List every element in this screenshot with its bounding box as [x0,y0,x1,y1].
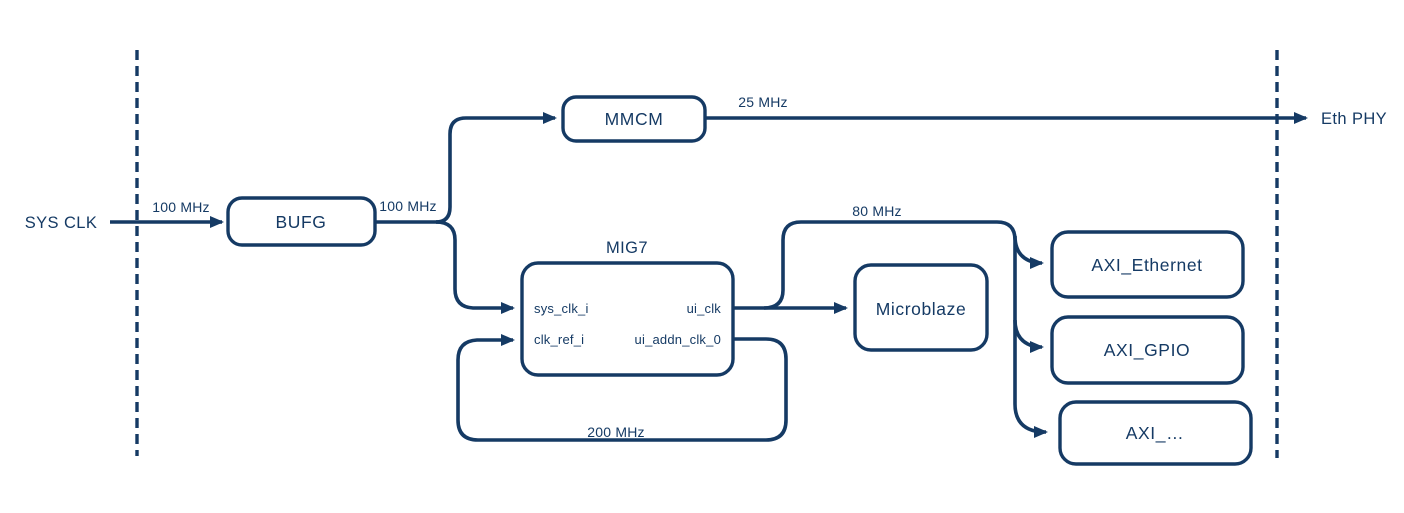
wire-uiaddn-feedback-loop [456,334,788,442]
block-mig7 [520,261,735,377]
block-axi-other [1058,400,1253,466]
block-microblaze [853,263,989,352]
block-mmcm [561,95,707,143]
freq-sysclk-in: 100 MHz [152,199,209,215]
axi-gpio-label: AXI_GPIO [1104,340,1191,361]
port-clk-ref-i: clk_ref_i [534,332,584,347]
wire-uiclk-trunk-80mhz [763,220,1048,438]
freq-mmcm-out: 25 MHz [738,94,787,110]
block-bufg [226,196,377,247]
freq-bufg-out: 100 MHz [379,198,436,214]
mig7-title: MIG7 [606,239,648,257]
port-ui-clk: ui_clk [687,301,722,316]
microblaze-label: Microblaze [876,299,967,319]
block-axi-gpio [1050,315,1245,385]
sys-clk-label: SYS CLK [25,214,98,232]
block-axi-ethernet [1050,230,1245,299]
wire-branch-axi-ethernet [1013,235,1044,269]
axi-other-label: AXI_… [1126,423,1184,444]
port-ui-addn-clk-0: ui_addn_clk_0 [635,332,721,347]
bufg-label: BUFG [275,212,326,232]
wire-branch-axi-gpio [1013,319,1044,353]
mmcm-label: MMCM [605,109,664,129]
axi-ethernet-label: AXI_Ethernet [1091,255,1202,276]
wire-bufg-to-mmcm [435,112,557,224]
port-sys-clk-i: sys_clk_i [534,301,589,316]
freq-ui-clk: 80 MHz [852,203,901,219]
eth-phy-label: Eth PHY [1321,110,1387,128]
wire-bufg-to-mig7-sysclk [435,220,515,314]
freq-ui-addn-clk: 200 MHz [587,424,644,440]
